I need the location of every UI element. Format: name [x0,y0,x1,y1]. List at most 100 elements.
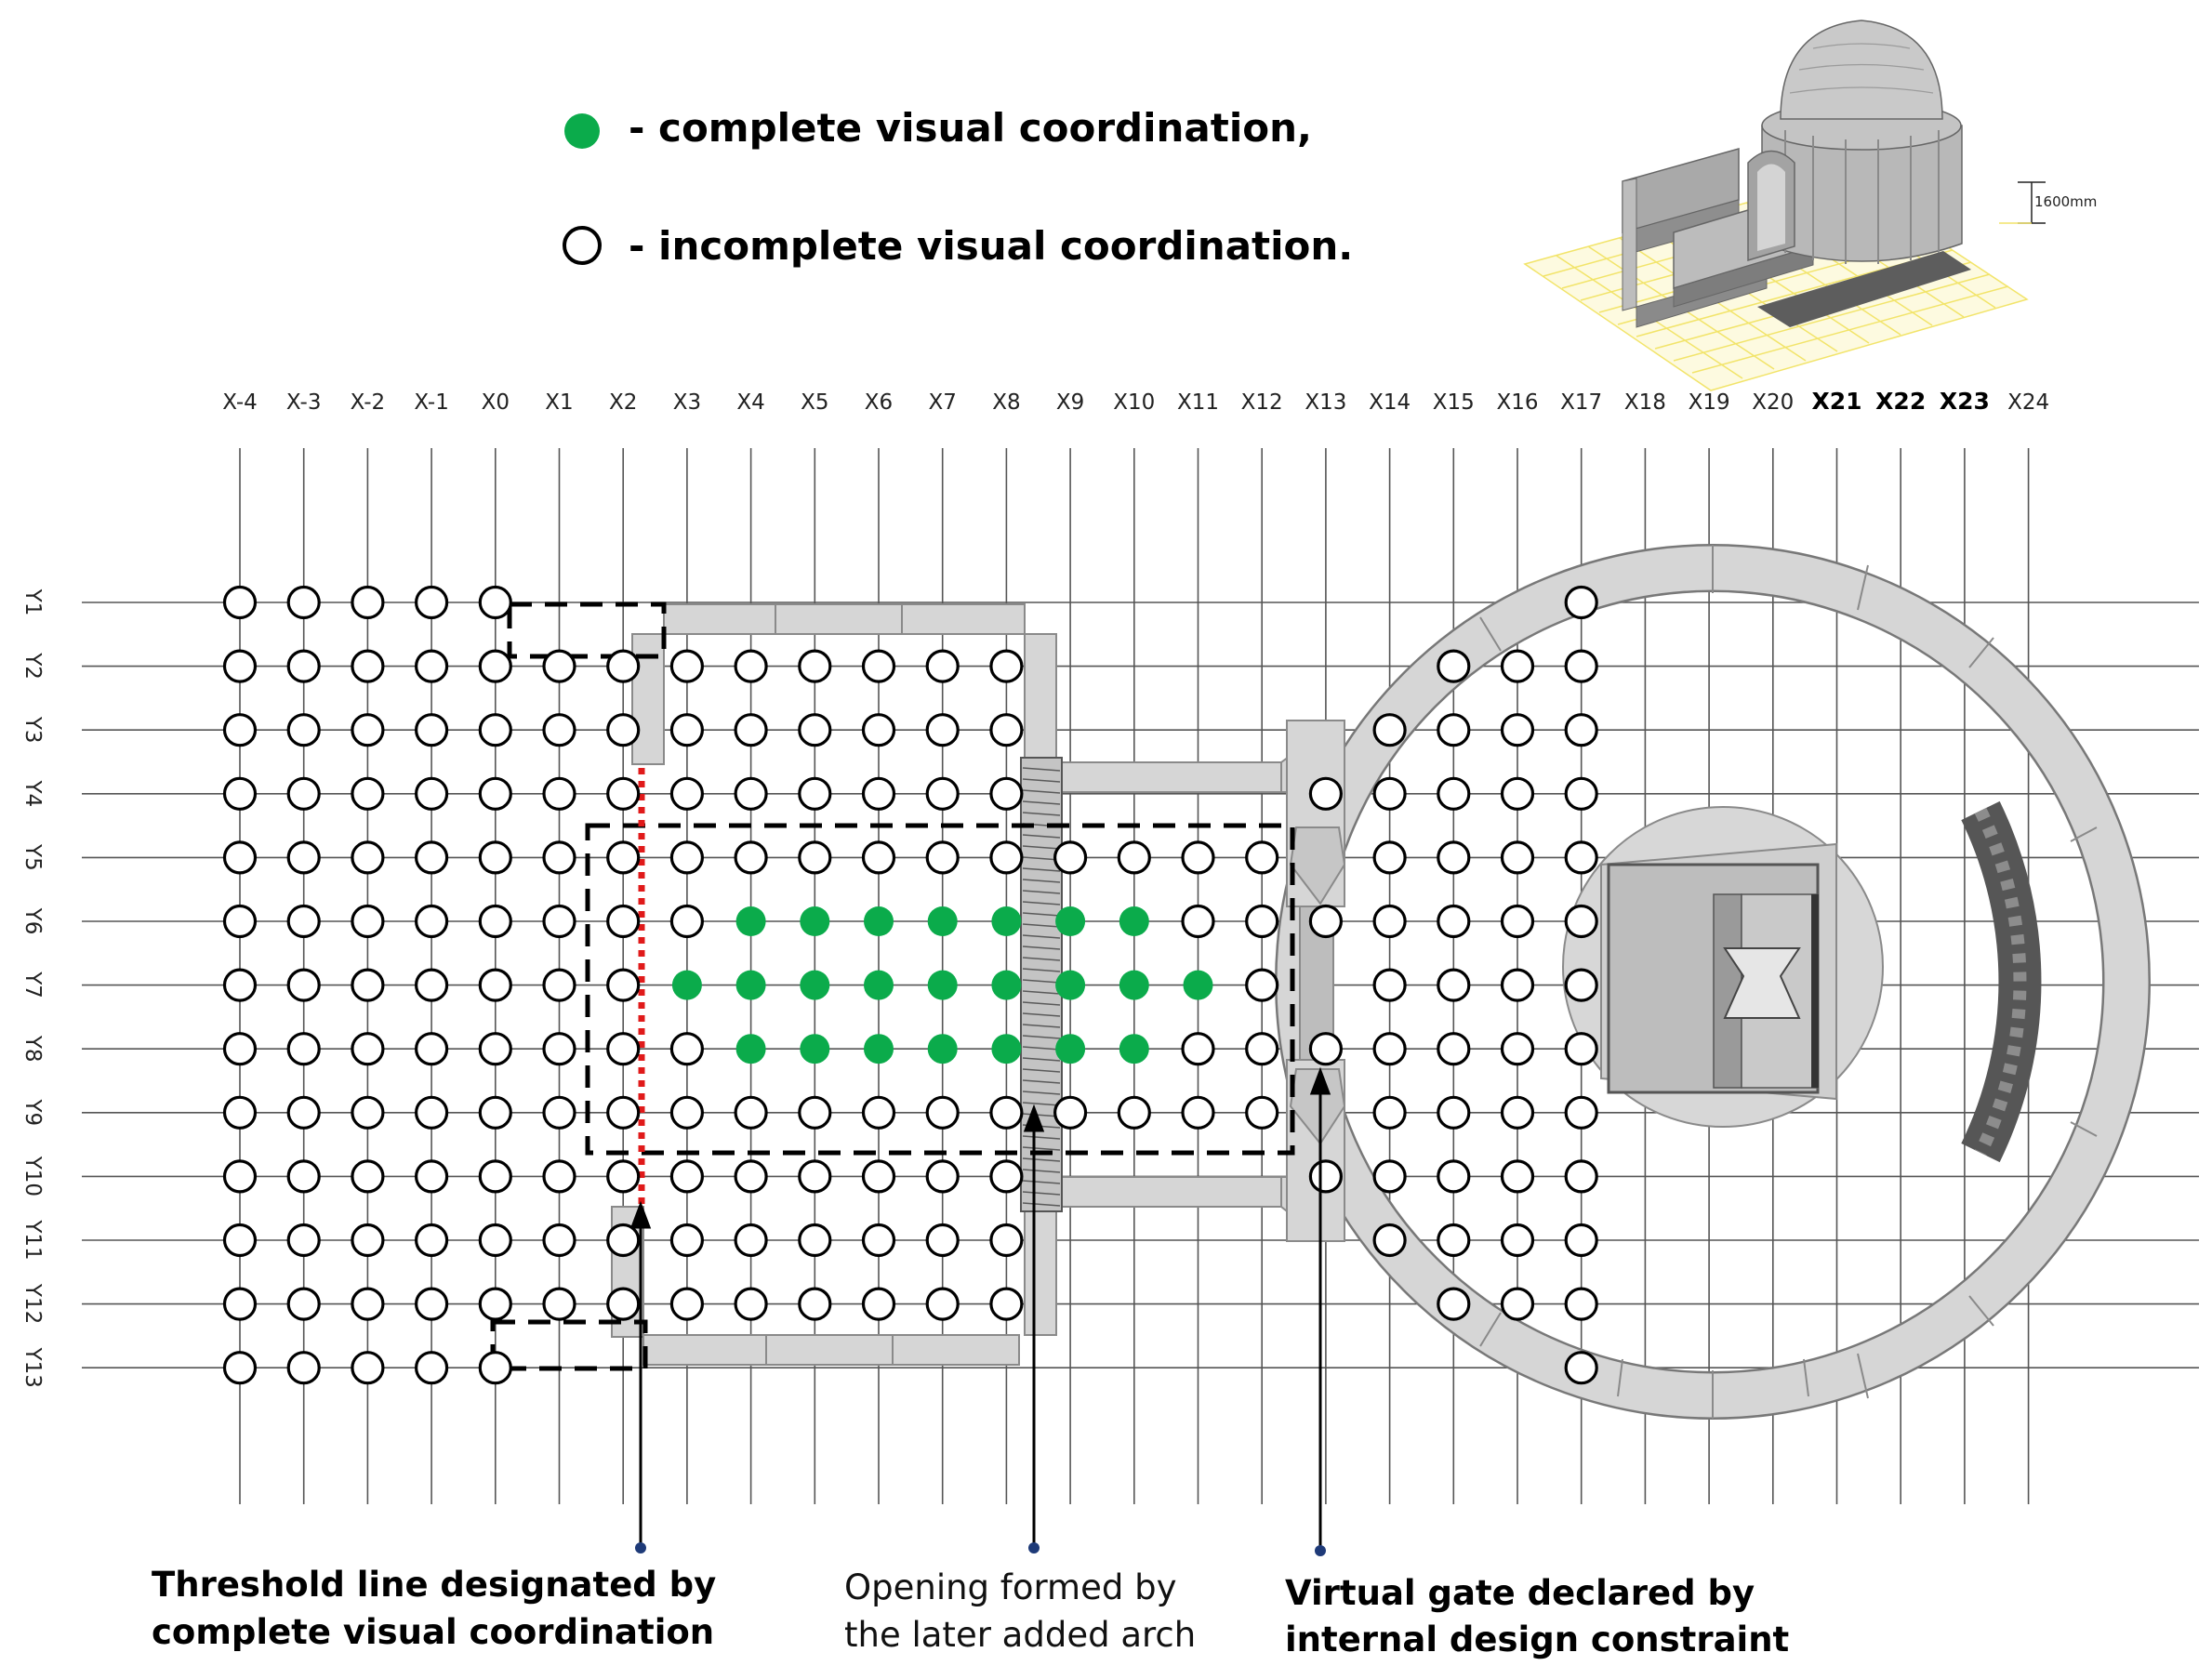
caption-virtual-gate-line2: internal design constraint [1285,1620,1789,1659]
incomplete-point [798,776,832,811]
incomplete-point [734,840,768,875]
x-label: X18 [1624,390,1666,415]
x-label: X20 [1752,390,1794,415]
incomplete-point [1181,1032,1215,1066]
y-label: Y6 [20,907,45,935]
incomplete-point [222,904,258,939]
incomplete-point [286,1095,321,1130]
incomplete-point [1372,713,1407,747]
incomplete-point [542,1223,576,1258]
incomplete-point [478,585,512,620]
x-label: X17 [1560,390,1602,415]
incomplete-point [286,649,321,683]
incomplete-point [222,1287,258,1321]
complete-point [1055,1034,1086,1064]
incomplete-point [734,1223,768,1258]
complete-point [864,1034,894,1064]
incomplete-point [351,713,385,747]
entrance-boundary-top [507,602,667,659]
y-label: Y11 [20,1219,45,1260]
x-label: X22 [1875,388,1926,415]
incomplete-point [286,713,321,747]
complete-point [1119,1034,1149,1064]
incomplete-point [606,1223,641,1258]
x-label: X14 [1369,390,1411,415]
complete-point [735,970,766,1000]
x-label: X-4 [222,390,258,415]
complete-point [864,970,894,1000]
incomplete-point [1564,904,1598,939]
incomplete-point [222,840,258,875]
incomplete-point [798,1095,832,1130]
incomplete-point [286,585,321,620]
incomplete-point [1372,904,1407,939]
incomplete-point [861,1095,896,1130]
incomplete-point [734,1287,768,1321]
incomplete-point [415,649,449,683]
incomplete-point [1564,649,1598,683]
floor-plan [611,544,2151,1420]
y-label: Y8 [20,1035,45,1063]
incomplete-point [286,904,321,939]
y-label: Y2 [20,652,45,680]
incomplete-point [1245,1095,1279,1130]
incomplete-point [669,1032,705,1066]
y-label: Y12 [20,1283,45,1324]
incomplete-point [478,1223,512,1258]
incomplete-point [1500,1032,1535,1066]
incomplete-point [1437,840,1471,875]
incomplete-point [1564,1032,1598,1066]
complete-point [927,906,958,936]
coordination-zone-boundary [585,823,1295,1156]
incomplete-point [606,968,641,1002]
incomplete-point [222,1351,258,1385]
incomplete-point [1372,1159,1407,1194]
incomplete-point [542,713,576,747]
incomplete-point [1308,1032,1344,1066]
incomplete-point [861,1287,896,1321]
incomplete-point [222,776,258,811]
incomplete-point [415,1351,449,1385]
incomplete-point [669,776,705,811]
incomplete-point [222,1032,258,1066]
incomplete-point [478,968,512,1002]
incomplete-point [669,713,705,747]
incomplete-point [1372,968,1407,1002]
incomplete-point [669,1095,705,1130]
incomplete-point [798,840,832,875]
incomplete-point [1564,968,1598,1002]
incomplete-point [1372,1095,1407,1130]
arrowhead-threshold [629,1200,652,1229]
dimension-marker [1999,181,2046,224]
incomplete-point [989,1159,1024,1194]
incomplete-point [861,840,896,875]
incomplete-point [1564,1287,1598,1321]
incomplete-point [989,1095,1024,1130]
x-label: X-3 [286,390,322,415]
incomplete-point [1564,776,1598,811]
complete-point [1183,970,1213,1000]
incomplete-point [861,1159,896,1194]
complete-points [671,906,1213,1064]
x-label: X2 [609,390,637,415]
incomplete-point [925,1095,960,1130]
incomplete-point [286,840,321,875]
incomplete-point [1437,968,1471,1002]
incomplete-point [415,713,449,747]
incomplete-point [798,1159,832,1194]
caption-threshold-line2: complete visual coordination [152,1612,714,1652]
x-label: X19 [1689,390,1730,415]
incomplete-point [478,649,512,683]
incomplete-point [734,1095,768,1130]
incomplete-point [1308,776,1344,811]
complete-point [991,906,1022,936]
incomplete-point [222,968,258,1002]
incomplete-point [1437,1287,1471,1321]
incomplete-point [1437,1159,1471,1194]
complete-point [991,970,1022,1000]
incomplete-point [222,585,258,620]
incomplete-point [606,713,641,747]
incomplete-point [286,1351,321,1385]
incomplete-point [1564,1351,1598,1385]
